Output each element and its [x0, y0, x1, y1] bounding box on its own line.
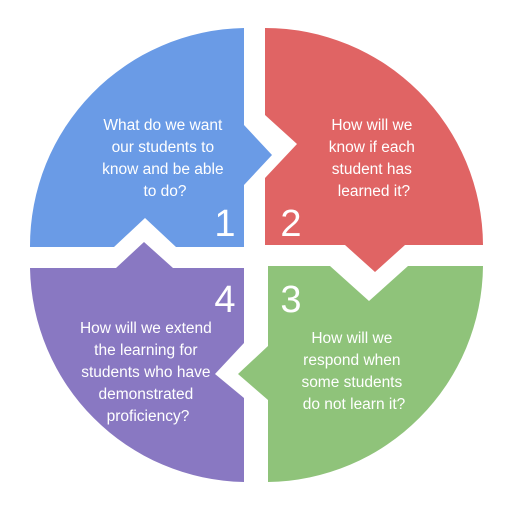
quadrant-3-number: 3 — [280, 279, 301, 321]
quadrant-4-line: demonstrated — [98, 386, 193, 403]
quadrant-1-line: What do we want — [103, 117, 223, 134]
quadrant-1-line: know and be able — [102, 161, 224, 178]
quadrant-2-line: learned it? — [338, 183, 411, 200]
quadrant-1-number: 1 — [214, 203, 235, 245]
quadrant-3-line: respond when — [303, 352, 400, 369]
quadrant-3-shape — [238, 266, 483, 482]
quadrant-2-line: student has — [332, 161, 412, 178]
quadrant-4-line: students who have — [81, 364, 210, 381]
quadrant-3-line: do not learn it? — [303, 396, 406, 413]
quadrant-4-line: proficiency? — [107, 408, 190, 425]
quadrant-4-number: 4 — [214, 279, 235, 321]
quadrant-3-line: How will we — [311, 330, 392, 347]
quadrant-1-line: our students to — [112, 139, 215, 156]
quadrant-2-line: know if each — [329, 139, 415, 156]
quadrant-1-text: What do we want our students to know and… — [102, 117, 228, 200]
quadrant-2-number: 2 — [280, 203, 301, 245]
quadrant-4-shape — [30, 242, 244, 482]
quadrant-4-line: How will we extend — [80, 320, 212, 337]
quadrant-3-text: How will we respond when some students d… — [301, 330, 406, 413]
quadrant-3-line: some students — [301, 374, 402, 391]
quadrant-2-shape — [265, 27, 483, 272]
quadrant-2-line: How will we — [331, 117, 412, 134]
quadrant-1-shape — [29, 28, 273, 247]
quadrant-1-line: to do? — [143, 183, 186, 200]
quadrant-4-line: the learning for — [94, 342, 197, 359]
quadrant-2-text: How will we know if each student has lea… — [329, 117, 419, 200]
quadrant-4-text: How will we extend the learning for stud… — [80, 320, 216, 425]
